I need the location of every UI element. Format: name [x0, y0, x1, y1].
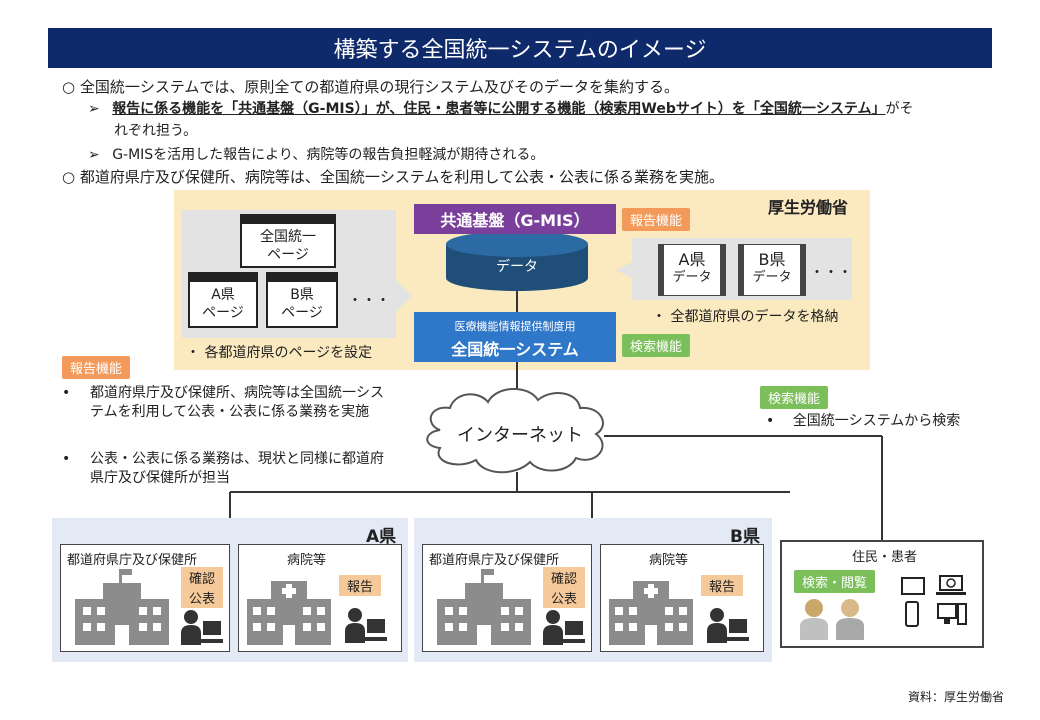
database-label: データ — [496, 259, 538, 275]
left-bullet-2: • 公表・公表に係る業務は、現状と同様に都道府県庁及び保健所が担当 — [62, 450, 392, 488]
mhlw-search-tag: 検索機能 — [622, 334, 691, 357]
b-publish-tag: 公表 — [543, 587, 586, 608]
intro-item-1: ○ 全国統一システムでは、原則全ての都道府県の現行システム及びそのデータを集約す… — [62, 78, 679, 96]
b-page-line2: ページ — [281, 305, 323, 321]
database-cylinder-top — [446, 231, 588, 257]
residents-browse-tag: 検索・閲覧 — [794, 570, 876, 593]
intro-sub-1a-tail: がそ — [885, 101, 914, 117]
source-note: 資料：厚生労働省 — [908, 690, 1005, 704]
b-office-card: 都道府県庁及び保健所 確認 公表 — [422, 544, 592, 652]
national-system-box: 医療機能情報提供制度用 全国統一システム — [414, 312, 616, 362]
intro-item-2: ○ 都道府県庁及び保健所、病院等は、全国統一システムを利用して公表・公表に係る業… — [62, 168, 724, 186]
intro-sub-1b: ➢ G-MISを活用した報告により、病院等の報告負担軽減が期待される。 — [88, 144, 544, 164]
gmis-box: 共通基盤（G-MIS） — [414, 204, 616, 234]
b-data-line1: B県 — [758, 250, 786, 269]
internet-label: インターネット — [457, 425, 583, 446]
left-bullet-1-text: 都道府県庁及び保健所、病院等は全国統一システムを利用して公表・公表に係る業務を実… — [90, 385, 384, 420]
national-page-window: 全国統一 ページ — [240, 214, 336, 268]
prefecture-a-name: A県 — [366, 527, 397, 547]
a-page-window: A県 ページ — [188, 272, 258, 328]
a-data-line2: データ — [672, 270, 712, 285]
mhlw-label: 厚生労働省 — [768, 198, 849, 217]
database-cylinder-body — [446, 244, 588, 291]
intro-sub-1a-cont: れぞれ担う。 — [114, 123, 198, 139]
b-office-label: 都道府県庁及び保健所 — [429, 553, 560, 568]
residents-card: 住民・患者 検索・閲覧 — [780, 540, 984, 648]
bullet-dot-icon: • — [766, 413, 775, 429]
prefecture-b-name: B県 — [730, 527, 760, 547]
pages-note: ・ 各都道府県のページを設定 — [186, 345, 373, 361]
residents-people-icon — [800, 599, 864, 640]
mhlw-report-tag: 報告機能 — [622, 208, 691, 231]
b-confirm-tag: 確認 — [543, 567, 586, 588]
a-data-card: A県 データ — [658, 244, 726, 296]
arrow-bullet-icon: ➢ — [88, 101, 100, 117]
b-data-card: B県 データ — [738, 244, 806, 296]
b-hospital-card: 病院等 報告 — [600, 544, 764, 652]
page-title: 構築する全国統一システムのイメージ — [48, 28, 992, 68]
staff-at-computer-icon — [543, 610, 585, 645]
internet-cloud-icon — [426, 387, 604, 474]
a-office-card: 都道府県庁及び保健所 確認 公表 — [60, 544, 230, 652]
a-hospital-card: 病院等 報告 — [238, 544, 402, 652]
hospital-building-icon — [247, 581, 331, 645]
national-system-sub: 医療機能情報提供制度用 — [454, 320, 576, 333]
a-data-line1: A県 — [678, 250, 706, 269]
intro-sub-1a-bold: 報告に係る機能を「共通基盤（G-MIS）」が、住民・患者等に公開する機能（検索用… — [112, 101, 886, 117]
data-dots: ・・・ — [810, 265, 852, 281]
a-report-tag: 報告 — [339, 575, 382, 596]
national-system-main: 全国統一システム — [451, 340, 579, 359]
left-report-tag: 報告機能 — [62, 356, 131, 379]
a-confirm-tag: 確認 — [181, 567, 224, 588]
right-bullet-1: • 全国統一システムから検索 — [766, 412, 960, 431]
staff-at-computer-icon — [707, 608, 749, 643]
data-note: ・ 全都道府県のデータを格納 — [652, 309, 839, 325]
b-report-tag: 報告 — [701, 575, 744, 596]
right-search-tag: 検索機能 — [760, 386, 829, 409]
bullet-dot-icon: • — [62, 451, 71, 467]
intro-sub-1a: ➢ 報告に係る機能を「共通基盤（G-MIS）」が、住民・患者等に公開する機能（検… — [88, 100, 988, 119]
b-page-line1: B県 — [290, 287, 314, 303]
right-bullet-1-text: 全国統一システムから検索 — [792, 413, 961, 429]
b-data-line2: データ — [752, 270, 792, 285]
intro-sub-1b-text: G-MISを活用した報告により、病院等の報告負担軽減が期待される。 — [112, 147, 545, 163]
a-office-label: 都道府県庁及び保健所 — [67, 553, 198, 568]
government-building-icon — [437, 569, 531, 645]
a-hospital-label: 病院等 — [287, 553, 327, 568]
government-building-icon — [75, 569, 169, 645]
pages-dots: ・・・ — [348, 293, 390, 309]
arrow-bullet-icon: ➢ — [88, 147, 100, 163]
national-page-line2: ページ — [267, 247, 309, 263]
b-hospital-label: 病院等 — [649, 553, 689, 568]
hospital-building-icon — [609, 581, 693, 645]
a-page-line2: ページ — [202, 305, 244, 321]
a-page-line1: A県 — [211, 287, 235, 303]
devices-icon — [901, 575, 967, 627]
staff-at-computer-icon — [181, 610, 223, 645]
left-bullet-1: • 都道府県庁及び保健所、病院等は全国統一システムを利用して公表・公表に係る業務… — [62, 384, 392, 422]
residents-label: 住民・患者 — [852, 550, 918, 565]
left-bullet-2-text: 公表・公表に係る業務は、現状と同様に都道府県庁及び保健所が担当 — [90, 451, 384, 486]
b-page-window: B県 ページ — [266, 272, 338, 328]
bullet-dot-icon: • — [62, 385, 71, 401]
national-page-line1: 全国統一 — [260, 229, 316, 245]
staff-at-computer-icon — [345, 608, 387, 643]
a-publish-tag: 公表 — [181, 587, 224, 608]
